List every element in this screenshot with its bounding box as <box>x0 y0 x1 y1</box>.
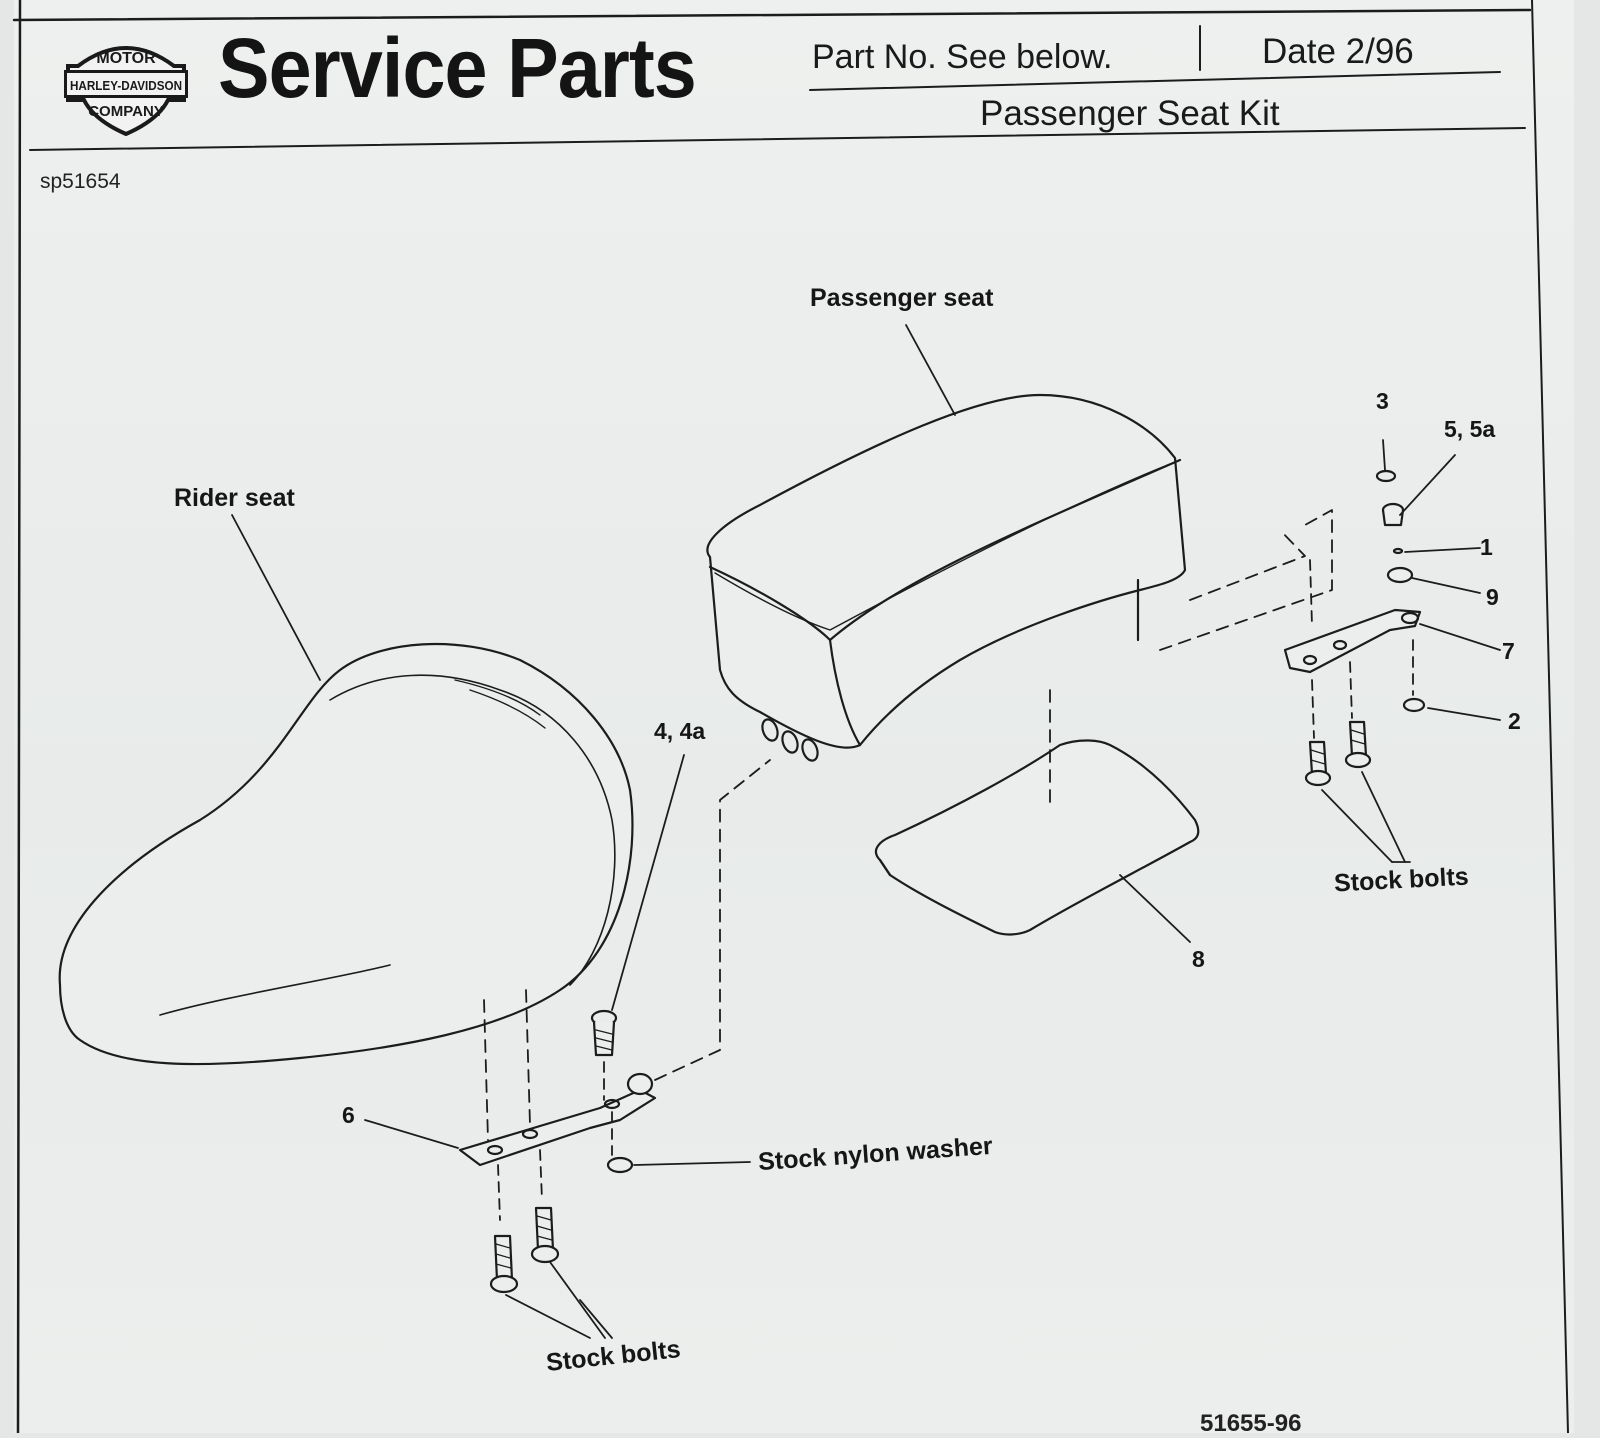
logo-text-mid: HARLEY-DAVIDSON <box>70 78 182 93</box>
harley-davidson-logo-icon: MOTOR HARLEY-DAVIDSON COMPANY <box>64 46 188 136</box>
document-code: sp51654 <box>40 170 121 193</box>
kit-name: Passenger Seat Kit <box>980 94 1280 133</box>
washer-part-9 <box>1386 566 1414 584</box>
leader-6 <box>364 1119 459 1149</box>
label-rider-seat: Rider seat <box>174 484 295 512</box>
nylon-washer <box>606 1156 634 1174</box>
logo-text-top: MOTOR <box>96 50 156 67</box>
frame-right-rule <box>1531 0 1569 1433</box>
leader-3 <box>1382 439 1386 471</box>
nut-part-3 <box>1375 469 1397 483</box>
leader-nylon-washer <box>633 1161 751 1166</box>
frame-top-rule <box>12 8 1532 22</box>
leader-8 <box>1119 874 1191 943</box>
callout-5-5a: 5, 5a <box>1444 416 1496 442</box>
leader-5 <box>1399 454 1456 516</box>
logo-text-bottom: COMPANY <box>88 103 164 120</box>
callout-1: 1 <box>1480 534 1493 560</box>
callout-4-4a: 4, 4a <box>654 718 706 744</box>
callout-8: 8 <box>1192 946 1205 972</box>
callout-7: 7 <box>1502 638 1515 664</box>
bracket-part-7 <box>1283 608 1422 674</box>
passenger-seat-drawing <box>706 393 1187 762</box>
stock-bolts-right <box>1304 720 1372 787</box>
bracket-part-6 <box>458 1072 657 1167</box>
issue-date: Date 2/96 <box>1262 32 1414 71</box>
header-bottom-rule <box>29 127 1526 151</box>
cap-part-5 <box>1381 502 1405 527</box>
callout-9: 9 <box>1486 584 1499 610</box>
leader-passenger-seat <box>905 324 956 416</box>
callout-2: 2 <box>1508 708 1521 734</box>
label-passenger-seat: Passenger seat <box>810 284 994 312</box>
screw-part-4 <box>590 1009 618 1057</box>
nut-part-2 <box>1402 697 1426 713</box>
washer-part-1 <box>1392 547 1404 555</box>
header-middle-rule <box>809 71 1501 91</box>
callout-3: 3 <box>1376 388 1389 414</box>
page-title: Service Parts <box>218 21 697 115</box>
pad-part-8 <box>874 739 1200 936</box>
callout-6: 6 <box>342 1102 355 1128</box>
stock-bolts-left <box>489 1206 560 1294</box>
leader-rider-seat <box>231 514 321 681</box>
leader-4 <box>611 754 685 1011</box>
part-number: Part No. See below. <box>812 38 1113 76</box>
frame-left-rule <box>16 0 22 1433</box>
rider-seat-drawing <box>58 642 634 1066</box>
